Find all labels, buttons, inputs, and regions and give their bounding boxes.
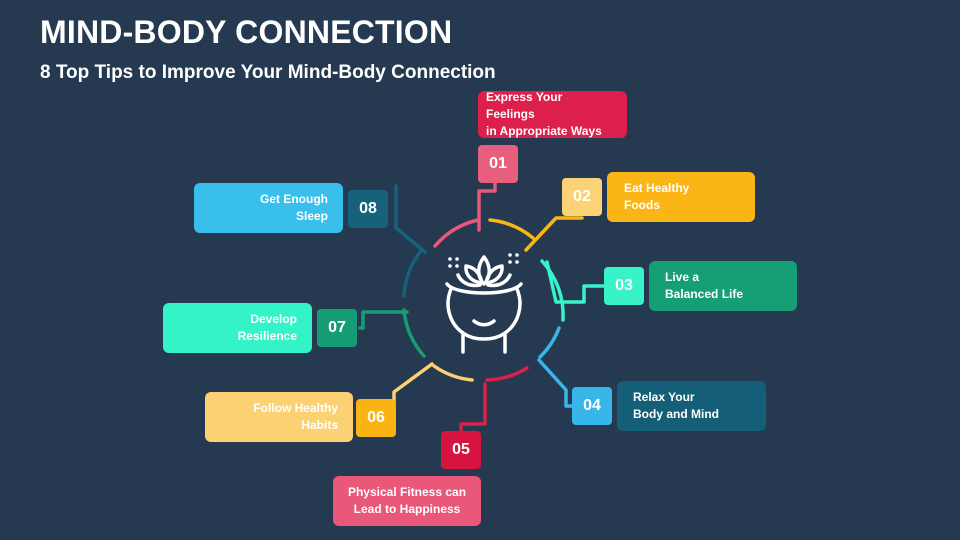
- connector-05: [459, 382, 487, 432]
- tip-01-text: Express Your Feelings in Appropriate Way…: [486, 90, 602, 138]
- tip-01-card: Express Your Feelings in Appropriate Way…: [478, 90, 627, 138]
- tip-01-number: 01: [478, 145, 518, 183]
- tip-03-card: Live a Balanced Life: [649, 261, 797, 311]
- tip-02-card: Eat Healthy Foods: [607, 172, 755, 222]
- ring-arc-05: [485, 366, 529, 382]
- tip-02-text: Eat Healthy Foods: [624, 181, 690, 212]
- tip-03-text: Live a Balanced Life: [665, 270, 744, 301]
- connector-04: [537, 358, 574, 408]
- head-with-lotus-icon: [445, 255, 523, 354]
- tip-06-text: Follow Healthy Habits: [253, 401, 338, 432]
- connector-02: [524, 216, 584, 252]
- tip-07-number: 07: [317, 309, 357, 347]
- tip-04-number: 04: [572, 387, 612, 425]
- tip-08-card: Get Enough Sleep: [194, 183, 343, 233]
- ring-arc-06: [432, 364, 474, 382]
- ring-arc-07: [402, 308, 426, 358]
- page-subtitle: 8 Top Tips to Improve Your Mind-Body Con…: [40, 62, 496, 83]
- ring-arc-03: [540, 259, 565, 322]
- tip-07-text: Develop Resilience: [237, 312, 297, 343]
- tip-08-number: 08: [348, 190, 388, 228]
- ring-arc-04: [538, 326, 561, 359]
- connector-07: [358, 310, 409, 330]
- connector-01: [477, 181, 497, 232]
- tip-02-number: 02: [562, 178, 602, 216]
- connector-06: [392, 362, 434, 420]
- page-title: MIND-BODY CONNECTION: [40, 14, 453, 50]
- ring-arc-01: [433, 218, 480, 248]
- ring-arc-02: [488, 218, 535, 240]
- ring-arc-08: [402, 250, 422, 298]
- connector-08: [394, 184, 427, 254]
- tip-05-text: Physical Fitness can Lead to Happiness: [347, 485, 467, 516]
- tip-06-number: 06: [356, 399, 396, 437]
- tip-05-number: 05: [441, 431, 481, 469]
- tip-07-card: Develop Resilience: [163, 303, 312, 353]
- sparkle-dots: [448, 253, 519, 268]
- tip-04-text: Relax Your Body and Mind: [633, 390, 719, 421]
- tip-08-text: Get Enough Sleep: [260, 192, 328, 223]
- tip-06-card: Follow Healthy Habits: [205, 392, 353, 442]
- tip-04-card: Relax Your Body and Mind: [617, 381, 766, 431]
- connector-03: [545, 260, 606, 304]
- tip-05-card: Physical Fitness can Lead to Happiness: [333, 476, 481, 526]
- tip-03-number: 03: [604, 267, 644, 305]
